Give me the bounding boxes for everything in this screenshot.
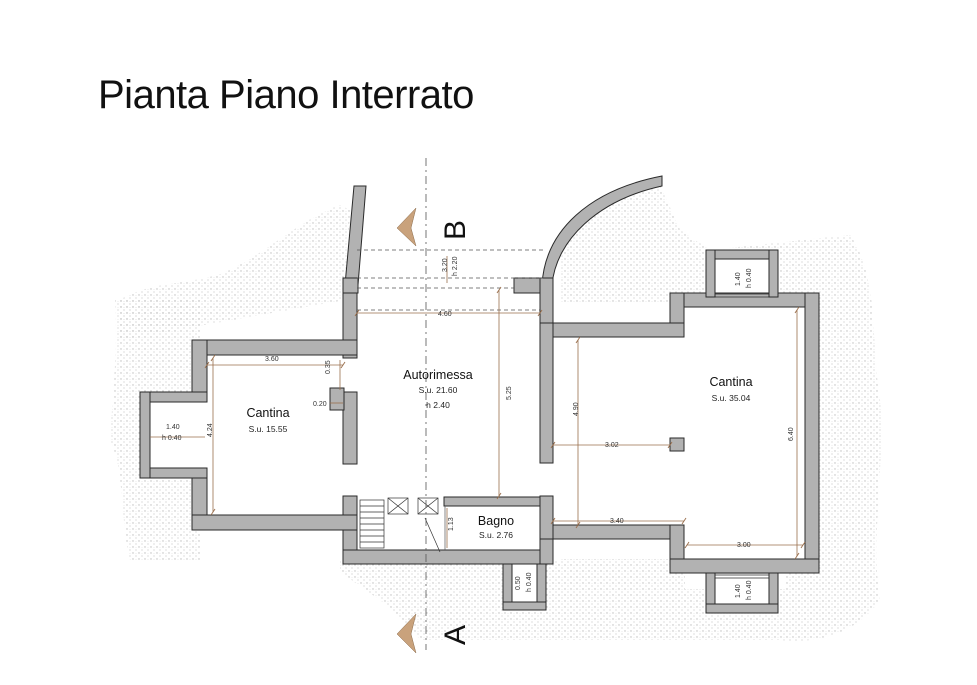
- dim-top-window-width: 1.40: [735, 272, 742, 286]
- dim-right-depth-a: 4.90: [573, 402, 580, 416]
- room-area-bagno: S.u. 2.76: [479, 530, 513, 540]
- dim-top-window-height: h 0.40: [746, 268, 753, 288]
- dim-bottom-window-height: h 0.40: [746, 580, 753, 600]
- stairs: [359, 497, 441, 553]
- room-name-cantina-left: Cantina: [246, 406, 289, 420]
- dim-niche-b: 0.20: [313, 401, 327, 408]
- dim-left-width: 3.60: [265, 356, 279, 363]
- room-name-bagno: Bagno: [478, 514, 514, 528]
- room-area-cantina-right: S.u. 35.04: [712, 393, 751, 403]
- pillar: [669, 437, 685, 452]
- dim-bath-window-width: 0.50: [515, 576, 522, 590]
- section-label-b: B: [439, 220, 472, 240]
- garage-opening: [357, 249, 545, 311]
- dimension-lines: [150, 256, 803, 556]
- section-label-a: A: [439, 625, 472, 645]
- dim-garage-width: 4.60: [438, 311, 452, 318]
- section-marker-b-icon: [396, 207, 417, 247]
- dim-ramp-length: 3.20: [442, 258, 449, 272]
- room-area-cantina-left: S.u. 15.55: [249, 424, 288, 434]
- dim-ramp-height: h 2.20: [452, 256, 459, 276]
- dim-bath-depth: 1.13: [448, 517, 455, 531]
- ramp-wall-right: [541, 175, 663, 286]
- dimension-ticks: [204, 286, 806, 560]
- room-name-autorimessa: Autorimessa: [403, 368, 473, 382]
- room-height-autorimessa: h 2.40: [426, 400, 450, 410]
- room-area-autorimessa: S.u. 21.60: [419, 385, 458, 395]
- section-marker-a-icon: [396, 613, 417, 654]
- dim-right-depth-b: 6.40: [788, 427, 795, 441]
- page-title: Pianta Piano Interrato: [98, 73, 474, 117]
- dim-niche-a: 0.35: [325, 360, 332, 374]
- dim-garage-depth: 5.25: [506, 386, 513, 400]
- windows: [149, 293, 769, 579]
- dim-bottom-window-width: 1.40: [735, 584, 742, 598]
- niche: [329, 387, 345, 411]
- dim-right-width-a: 3.02: [605, 442, 619, 449]
- dim-left-window-height: h 0.40: [162, 435, 182, 442]
- room-name-cantina-right: Cantina: [709, 375, 752, 389]
- dim-left-window-width: 1.40: [166, 424, 180, 431]
- dim-bath-window-height: h 0.40: [526, 572, 533, 592]
- walls-left-cantina: [139, 339, 358, 531]
- walls-right-cantina: [502, 249, 820, 614]
- dim-right-width-b: 3.40: [610, 518, 624, 525]
- dim-left-depth: 4.24: [207, 423, 214, 437]
- dim-right-width-c: 3.00: [737, 542, 751, 549]
